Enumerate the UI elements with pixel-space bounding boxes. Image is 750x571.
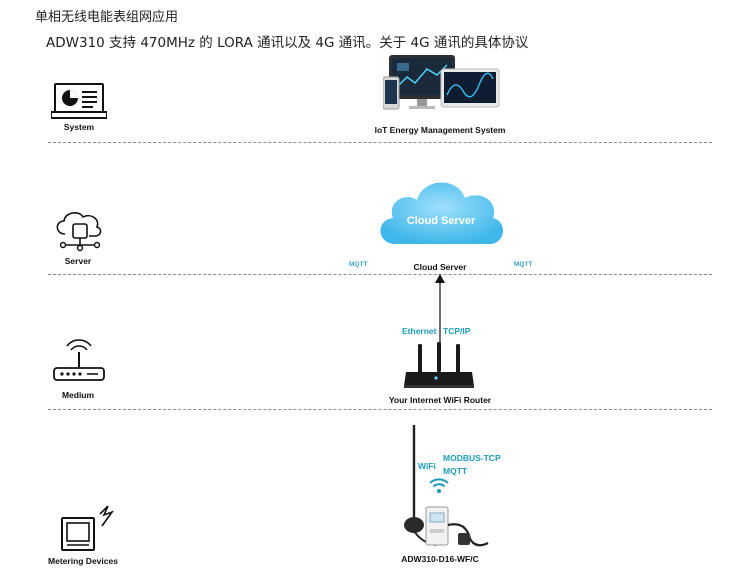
- divider-server-medium: [48, 274, 712, 275]
- wifi-icon: [429, 478, 449, 493]
- divider-medium-devices: [48, 409, 712, 410]
- label-router: Your Internet WiFi Router: [388, 395, 492, 405]
- label-meter: ADW310-D16-WF/C: [401, 554, 479, 564]
- cloud-server-icon: [380, 182, 504, 245]
- divider-system-server: [48, 142, 712, 143]
- router-icon: [53, 339, 105, 381]
- monitor-devices-icon: [61, 506, 115, 551]
- cloud-badge-label: Cloud Server: [406, 215, 476, 227]
- label-iot-system: IoT Energy Management System: [374, 125, 506, 135]
- protocol-mqtt-device: MQTT: [443, 466, 468, 476]
- network-diagram: System Server Medium Metering Devices: [0, 55, 750, 571]
- page-subheading: ADW310 支持 470MHz 的 LORA 通讯以及 4G 通讯。关于 4G…: [46, 35, 529, 51]
- protocol-mqtt-left: MQTT: [349, 261, 368, 268]
- layer-label-devices: Metering Devices: [48, 556, 118, 566]
- protocol-ethernet: Ethernet: [402, 326, 437, 336]
- protocol-tcpip: TCP/IP: [443, 326, 471, 336]
- protocol-mqtt-right: MQTT: [514, 261, 533, 268]
- label-cloud-server: Cloud Server: [413, 262, 467, 272]
- page-heading: 单相无线电能表组网应用: [35, 10, 179, 25]
- wifi-router-icon: [404, 342, 474, 388]
- cloud-network-icon: [56, 212, 102, 252]
- layer-label-medium: Medium: [61, 390, 95, 400]
- presentation-icon: [51, 83, 107, 119]
- arrow-up-icon: [435, 274, 445, 343]
- meter-icon: [404, 425, 489, 547]
- layer-label-system: System: [63, 122, 95, 132]
- protocol-wifi: WiFi: [418, 461, 436, 471]
- layer-label-server: Server: [64, 256, 92, 266]
- dashboard-devices-icon: [383, 55, 500, 110]
- protocol-modbus-tcp: MODBUS-TCP: [443, 453, 501, 463]
